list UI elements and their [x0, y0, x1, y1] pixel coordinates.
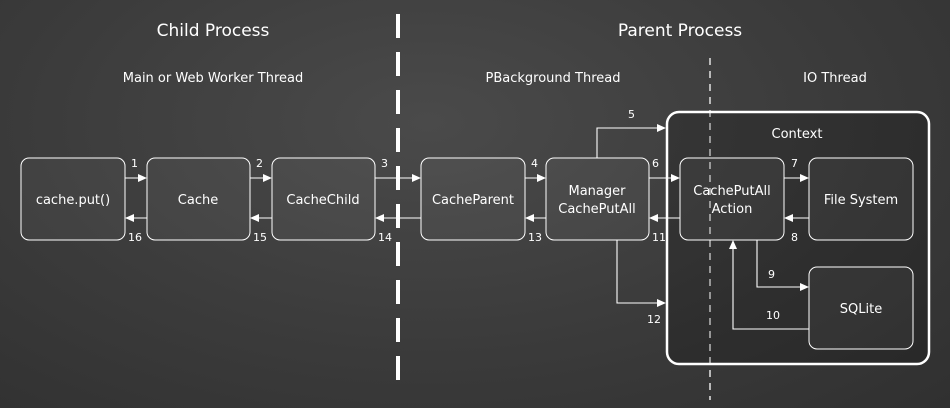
cache-parent-label: CacheParent — [432, 193, 514, 208]
step-14-label: 14 — [378, 231, 392, 244]
step-5-label: 5 — [628, 108, 635, 121]
step-1-label: 1 — [131, 157, 138, 170]
arrow-step-10 — [729, 240, 809, 330]
step-3-label: 3 — [381, 157, 388, 170]
sqlite-label: SQLite — [840, 302, 882, 317]
manager-label-line2: CachePutAll — [558, 202, 636, 217]
step-6-label: 6 — [652, 157, 659, 170]
cache-child-box: CacheChild — [271, 157, 376, 241]
arrow-step-12 — [616, 240, 666, 307]
pbackground-thread-label: PBackground Thread — [486, 71, 621, 86]
cache-child-label: CacheChild — [286, 193, 359, 208]
cache-put-label: cache.put() — [36, 193, 110, 208]
step-11-label: 11 — [652, 231, 666, 244]
cache-label: Cache — [178, 193, 218, 208]
step-10-label: 10 — [766, 309, 780, 322]
context-label: Context — [772, 127, 823, 142]
step-4-label: 4 — [531, 157, 538, 170]
cache-parent-box: CacheParent — [420, 157, 526, 241]
action-label-line2: Action — [712, 202, 753, 217]
step-16-label: 16 — [128, 231, 142, 244]
main-thread-label: Main or Web Worker Thread — [123, 71, 303, 86]
child-process-heading: Child Process — [157, 21, 270, 41]
cache-box: Cache — [146, 157, 251, 241]
step-12-label: 12 — [647, 313, 661, 326]
file-system-box: File System — [808, 157, 914, 241]
io-thread-label: IO Thread — [803, 71, 867, 86]
sqlite-box: SQLite — [808, 266, 914, 350]
file-system-label: File System — [824, 193, 898, 208]
arrow-step-9 — [756, 240, 809, 291]
step-15-label: 15 — [253, 231, 267, 244]
manager-label-line1: Manager — [569, 184, 627, 199]
cacheputall-action-box: CachePutAll Action — [679, 157, 785, 241]
step-8-label: 8 — [791, 231, 798, 244]
parent-process-heading: Parent Process — [618, 21, 742, 41]
step-9-label: 9 — [768, 268, 775, 281]
step-2-label: 2 — [256, 157, 263, 170]
step-13-label: 13 — [528, 231, 542, 244]
arrow-step-5 — [596, 124, 666, 158]
manager-box: Manager CachePutAll — [545, 157, 650, 241]
action-label-line1: CachePutAll — [693, 184, 771, 199]
step-7-label: 7 — [791, 157, 798, 170]
cache-put-box: cache.put() — [20, 157, 126, 241]
